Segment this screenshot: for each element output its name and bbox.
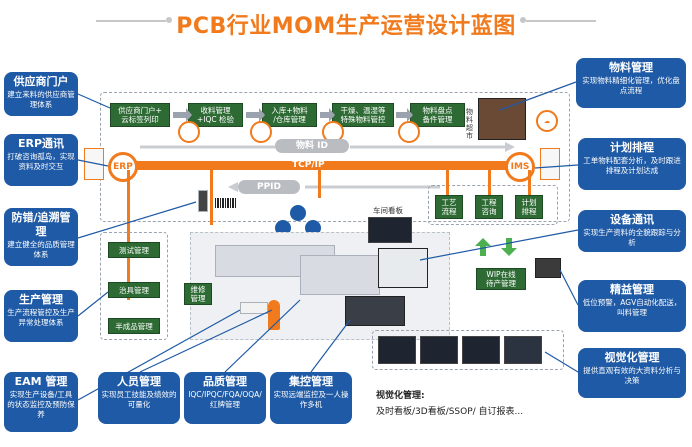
- visual-frame: [372, 330, 564, 370]
- box-visual-mgmt: 视觉化管理提供直观有效的大资料分析与决策: [578, 348, 686, 398]
- left-green-frame: [100, 232, 168, 340]
- ppid-pill: PPID: [238, 180, 300, 194]
- bus-drop-6: [528, 170, 531, 195]
- operator-icon-2: [250, 121, 272, 143]
- page-title: PCB行业MOM生产运营设计蓝图: [176, 14, 516, 39]
- box-erp-comm: ERP通讯打破咨询孤岛，实现资料及时交互: [4, 134, 78, 186]
- repair-mgmt-box: 维修 管理: [184, 283, 212, 305]
- material-id-arrow: [140, 142, 515, 152]
- wip-up-arrows: [475, 238, 517, 256]
- title-rule-right: [526, 20, 596, 22]
- visual-screen-1: [378, 336, 416, 364]
- wip-box: WIP在线 待产管理: [476, 268, 526, 290]
- bus-drop-3: [318, 170, 321, 198]
- flow-arrows: [173, 108, 413, 122]
- title-dot-right: [520, 17, 526, 23]
- title-dot-left: [166, 17, 172, 23]
- plan-schedule-box: 计划 排程: [515, 195, 543, 219]
- erp-server-icon: [84, 148, 104, 180]
- warehouse-label: 物料超市: [466, 108, 473, 140]
- visual-items: 及时看板/3D看板/SSOP/ 自订报表...: [376, 407, 524, 417]
- tcpip-bus: [120, 161, 520, 170]
- flow-receiving: 收料管理 +IQC 检验: [188, 103, 243, 127]
- flow-supplier-portal: 供应商门户+ 云标签列印: [110, 103, 170, 127]
- warehouse-image: [478, 98, 526, 140]
- ims-server-icon: [540, 148, 560, 180]
- cloud-icon: ☁: [536, 110, 558, 132]
- box-lean: 精益管理低位预警，AGV自动化配送，叫料管理: [578, 280, 686, 332]
- visual-screen-4: [504, 336, 542, 364]
- box-central-control: 集控管理实现远端监控及一人操作多机: [270, 372, 352, 424]
- box-plan-schedule: 计划排程工单物料配套分析，及时跟进排程及计划达成: [578, 138, 686, 190]
- operator-icon-4: [398, 121, 420, 143]
- control-desk: [345, 296, 405, 326]
- operator-icon-1: [178, 121, 200, 143]
- right-small-frame: [428, 185, 558, 225]
- title-rule-left: [96, 20, 166, 22]
- box-error-trace: 防错/追溯管理建立健全的品质管理体系: [4, 208, 78, 266]
- production-line-2: [300, 255, 380, 295]
- box-material-mgmt: 物料管理实现物料精细化管理，优化盘点流程: [576, 58, 686, 108]
- test-mgmt-box: 测试管理: [108, 242, 160, 258]
- box-production: 生产管理生产流程管控及生产异常处理体系: [4, 290, 78, 342]
- bus-drop-1: [127, 170, 130, 300]
- tcpip-label: TCP/IP: [292, 160, 325, 170]
- box-supplier-portal: 供应商门户建立来料的供应商管理体系: [4, 72, 78, 116]
- fixture-mgmt-box: 治具管理: [108, 282, 160, 298]
- workshop-board-label: 车间看板: [373, 206, 403, 215]
- erp-node: ERP: [108, 152, 138, 182]
- ppid-arrow: [228, 182, 440, 192]
- bus-drop-2: [210, 170, 213, 225]
- flow-special-material: 干燥、温湿等 特殊物料管控: [332, 103, 394, 127]
- semi-finished-box: 半成品管理: [108, 318, 160, 334]
- box-eam: EAM 管理实现生产设备/工具的状态监控及预防保养: [4, 372, 78, 432]
- visual-title: 视觉化管理:: [376, 391, 425, 401]
- process-flow-box: 工艺 流程: [435, 195, 463, 219]
- box-device-comm: 设备通讯实现生产资料的全貌跟踪与分析: [578, 210, 686, 252]
- material-id-pill: 物料 ID: [275, 139, 349, 153]
- agv-cart: [240, 302, 268, 314]
- engineering-consult-box: 工程 咨询: [475, 195, 503, 219]
- visual-screen-3: [462, 336, 500, 364]
- scanner-icon: [198, 190, 208, 212]
- bus-drop-5: [488, 170, 491, 195]
- person-icon-1: [290, 205, 306, 221]
- agv-robot: [535, 258, 561, 278]
- visual-screen-2: [420, 336, 458, 364]
- aoi-machine: [378, 248, 428, 288]
- bus-drop-4: [446, 170, 449, 195]
- workshop-board-screen: [368, 217, 412, 243]
- barcode-icon: [215, 198, 237, 208]
